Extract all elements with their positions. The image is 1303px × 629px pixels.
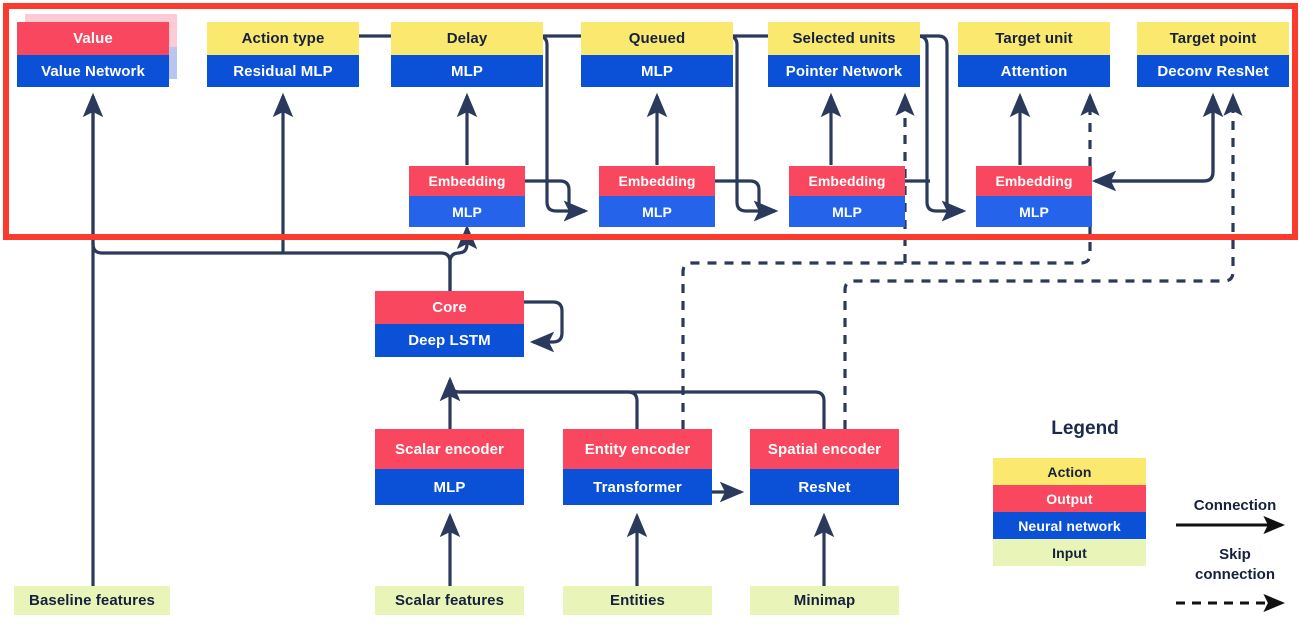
node-baseline-features[interactable]: Baseline features: [14, 586, 170, 615]
wire-spatial-encoder-to-core: [448, 380, 826, 429]
node-action-type-network-band: Residual MLP: [207, 55, 359, 87]
node-selected-units[interactable]: Selected units Pointer Network: [768, 22, 920, 87]
skip-spatial-encoder-to-target-point: [843, 92, 1243, 429]
node-action-type-action-band: Action type: [207, 22, 359, 55]
node-scalar-features[interactable]: Scalar features: [375, 586, 524, 615]
node-entities-label: Entities: [563, 586, 712, 615]
node-delay[interactable]: Delay MLP: [391, 22, 543, 87]
node-minimap-label: Minimap: [750, 586, 899, 615]
legend-swatch-neural-network: Neural network: [993, 512, 1146, 539]
legend-arrow-samples: [1176, 515, 1286, 612]
node-selected-units-network-band: Pointer Network: [768, 55, 920, 87]
wire-core-recurrent-loop: [524, 300, 564, 353]
node-spatial-encoder-output-band: Spatial encoder: [750, 429, 899, 469]
node-value[interactable]: Value Value Network: [17, 22, 169, 87]
node-scalar-features-label: Scalar features: [375, 586, 524, 615]
node-embedding-queued-output-band: Embedding: [599, 166, 715, 196]
node-target-unit[interactable]: Target unit Attention: [958, 22, 1110, 87]
node-minimap[interactable]: Minimap: [750, 586, 899, 615]
node-target-point-action-band: Target point: [1137, 22, 1289, 55]
node-entity-encoder-network-band: Transformer: [563, 469, 712, 505]
legend-swatch-output: Output: [993, 485, 1146, 512]
legend-swatch-stack: Action Output Neural network Input: [993, 458, 1146, 566]
node-core-network-band: Deep LSTM: [375, 324, 524, 357]
legend-swatch-input: Input: [993, 539, 1146, 566]
node-spatial-encoder-network-band: ResNet: [750, 469, 899, 505]
wire-core-to-embedding-delay: [448, 224, 478, 291]
node-embedding-target-unit-output-band: Embedding: [976, 166, 1092, 196]
node-embedding-queued[interactable]: Embedding MLP: [599, 166, 715, 227]
node-target-point[interactable]: Target point Deconv ResNet: [1137, 22, 1289, 87]
wire-embedding-queued-chain: [714, 179, 779, 222]
wire-embedding-delay-chain: [525, 179, 589, 222]
node-core[interactable]: Core Deep LSTM: [375, 291, 524, 357]
node-delay-network-band: MLP: [391, 55, 543, 87]
node-selected-units-action-band: Selected units: [768, 22, 920, 55]
node-embedding-target-unit-network-band: MLP: [976, 196, 1092, 227]
node-embedding-delay-output-band: Embedding: [409, 166, 525, 196]
node-embedding-selected-units-network-band: MLP: [789, 196, 905, 227]
wire-core-to-value-network: [82, 92, 452, 291]
node-spatial-encoder[interactable]: Spatial encoder ResNet: [750, 429, 899, 505]
node-value-action-band: Value: [17, 22, 169, 55]
node-target-unit-action-band: Target unit: [958, 22, 1110, 55]
node-scalar-encoder[interactable]: Scalar encoder MLP: [375, 429, 524, 505]
node-target-unit-network-band: Attention: [958, 55, 1110, 87]
node-scalar-encoder-network-band: MLP: [375, 469, 524, 505]
node-queued-action-band: Queued: [581, 22, 733, 55]
legend-skip-label-a: Skip: [1219, 546, 1251, 563]
node-queued-network-band: MLP: [581, 55, 733, 87]
node-entities[interactable]: Entities: [563, 586, 712, 615]
legend: Legend Action Output Neural network Inpu…: [960, 418, 1303, 623]
node-core-output-band: Core: [375, 291, 524, 324]
node-embedding-queued-network-band: MLP: [599, 196, 715, 227]
node-scalar-encoder-output-band: Scalar encoder: [375, 429, 524, 469]
node-embedding-target-unit[interactable]: Embedding MLP: [976, 166, 1092, 227]
node-action-type[interactable]: Action type Residual MLP: [207, 22, 359, 87]
node-baseline-features-label: Baseline features: [14, 586, 170, 615]
node-queued[interactable]: Queued MLP: [581, 22, 733, 87]
node-embedding-delay-network-band: MLP: [409, 196, 525, 227]
wire-to-target-point-solid: [1095, 92, 1224, 183]
node-delay-action-band: Delay: [391, 22, 543, 55]
node-embedding-delay[interactable]: Embedding MLP: [409, 166, 525, 227]
wire-selected-units-to-embedding-target-unit: [917, 34, 967, 222]
legend-connection-label: Connection: [1193, 497, 1277, 514]
node-entity-encoder-output-band: Entity encoder: [563, 429, 712, 469]
node-embedding-selected-units-output-band: Embedding: [789, 166, 905, 196]
node-entity-encoder[interactable]: Entity encoder Transformer: [563, 429, 712, 505]
skip-entity-encoder-to-target-unit: [681, 92, 1100, 429]
node-value-network-band: Value Network: [17, 55, 169, 87]
node-embedding-selected-units[interactable]: Embedding MLP: [789, 166, 905, 227]
wire-embedding-target-unit-feed: [1091, 96, 1215, 192]
node-target-point-network-band: Deconv ResNet: [1137, 55, 1289, 87]
legend-swatch-action: Action: [993, 458, 1146, 485]
legend-skip-label-b: connection: [1194, 566, 1275, 583]
wire-entity-encoder-to-core: [439, 376, 639, 429]
